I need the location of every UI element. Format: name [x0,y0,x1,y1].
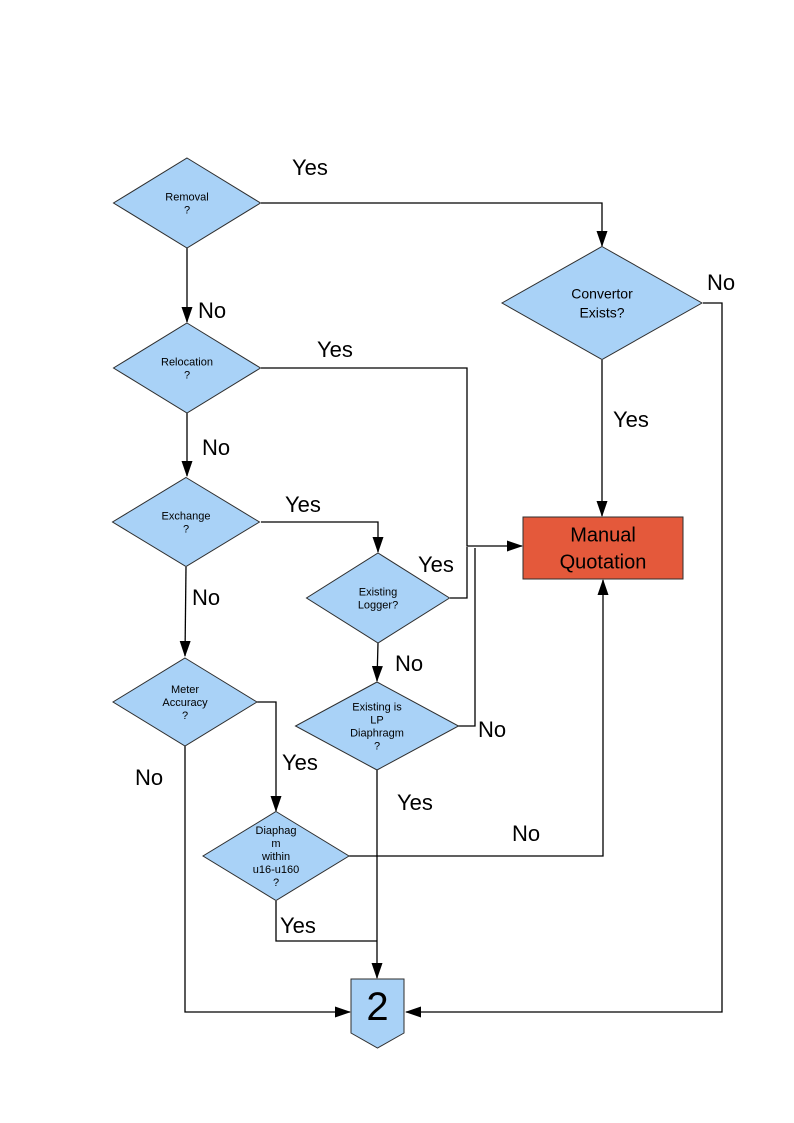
label-convertor-no: No [707,270,735,295]
label-convertor-yes: Yes [613,407,649,432]
offpage-connector-2-text: 2 [366,985,388,1029]
label-exchange-yes: Yes [285,492,321,517]
removal-yes-line-connector [261,202,608,247]
relocation-yes-line-connector [261,367,523,552]
manual-quotation-shape [522,516,684,580]
relocation-shape [112,322,262,414]
label-diaphragm-no: No [512,821,540,846]
diaphragm-yes-line-connector [275,901,377,942]
offpage-connector-2-shape [350,978,405,1049]
label-relocation-no: No [202,435,230,460]
offpage-connector-2-node: 2 [350,978,405,1049]
existing-lp-shape [294,681,460,771]
diaphragm-no-line-connector [349,579,609,857]
exchange-yes-line-connector [261,521,384,553]
exchange-no-line-connector [179,566,191,657]
removal-node: Removal? [112,157,262,249]
diaphragm-range-shape [202,810,350,902]
label-logger-yes: Yes [418,552,454,577]
lp-no-line-connector [458,548,476,727]
label-removal-no: No [198,298,226,323]
label-removal-yes: Yes [292,155,328,180]
label-lp-yes: Yes [397,790,433,815]
removal-text: Removal? [165,191,208,216]
existing-logger-shape [305,552,451,644]
label-lp-no: No [478,717,506,742]
label-meter-yes: Yes [282,750,318,775]
convertor-exists-shape [500,245,704,361]
convertor-no-line-connector [405,302,723,1018]
meter-accuracy-shape [112,657,258,747]
logger-yes-line-connector [450,547,468,599]
logger-no-line-connector [371,642,383,682]
label-diaphragm-yes: Yes [280,913,316,938]
exchange-node: Exchange? [111,476,261,568]
label-exchange-no: No [192,585,220,610]
exchange-shape [111,476,261,568]
label-relocation-yes: Yes [317,337,353,362]
removal-shape [112,157,262,249]
relocation-node: Relocation? [112,322,262,414]
label-meter-no: No [135,765,163,790]
meter-yes-line-connector [257,701,282,812]
meter-no-line-connector [184,746,351,1018]
relocation-text: Relocation? [161,356,213,381]
label-logger-no: No [395,651,423,676]
exchange-text: Exchange? [162,510,211,535]
connector-lines-layer [179,202,723,1018]
